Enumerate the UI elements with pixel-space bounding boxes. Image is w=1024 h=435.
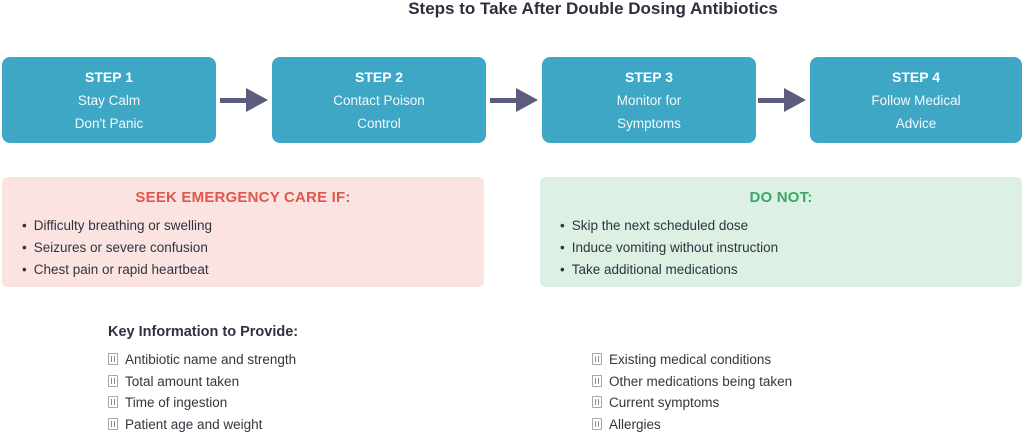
emergency-care-heading: SEEK EMERGENCY CARE IF:	[18, 189, 468, 206]
list-item: Total amount taken	[108, 371, 296, 393]
list-item: Current symptoms	[592, 392, 792, 414]
missing-glyph-icon	[592, 418, 602, 430]
list-item: Difficulty breathing or swelling	[22, 215, 468, 237]
emergency-care-panel: SEEK EMERGENCY CARE IF: Difficulty breat…	[2, 177, 484, 287]
do-not-heading: DO NOT:	[556, 189, 1006, 206]
list-item: Take additional medications	[560, 259, 1006, 281]
page-title: Steps to Take After Double Dosing Antibi…	[408, 0, 778, 19]
list-item: Seizures or severe confusion	[22, 237, 468, 259]
list-item: Induce vomiting without instruction	[560, 237, 1006, 259]
missing-glyph-icon	[108, 418, 118, 430]
list-item: Chest pain or rapid heartbeat	[22, 259, 468, 281]
key-info-item-label: Current symptoms	[609, 395, 719, 410]
key-info-left-column: Antibiotic name and strength Total amoun…	[108, 349, 296, 435]
key-info-item-label: Antibiotic name and strength	[125, 352, 296, 367]
step-4-line-2: Advice	[896, 112, 937, 135]
key-info-item-label: Total amount taken	[125, 374, 239, 389]
do-not-panel: DO NOT: Skip the next scheduled dose Ind…	[540, 177, 1022, 287]
step-1-title: STEP 1	[85, 66, 133, 89]
flow-step-2: STEP 2 Contact Poison Control	[272, 57, 486, 143]
key-info-right-column: Existing medical conditions Other medica…	[592, 349, 792, 435]
list-item: Skip the next scheduled dose	[560, 215, 1006, 237]
emergency-care-list: Difficulty breathing or swelling Seizure…	[18, 215, 468, 281]
step-3-title: STEP 3	[625, 66, 673, 89]
arrow-shaft	[220, 98, 248, 103]
flow-arrow-icon	[490, 88, 538, 112]
arrow-shaft	[758, 98, 786, 103]
missing-glyph-icon	[592, 396, 602, 408]
list-item: Time of ingestion	[108, 392, 296, 414]
flow-step-4: STEP 4 Follow Medical Advice	[810, 57, 1022, 143]
flow-step-1: STEP 1 Stay Calm Don't Panic	[2, 57, 216, 143]
missing-glyph-icon	[108, 375, 118, 387]
missing-glyph-icon	[592, 353, 602, 365]
key-info-item-label: Patient age and weight	[125, 417, 262, 432]
step-4-title: STEP 4	[892, 66, 940, 89]
key-info-item-label: Existing medical conditions	[609, 352, 771, 367]
list-item: Other medications being taken	[592, 371, 792, 393]
step-1-line-1: Stay Calm	[78, 89, 140, 112]
step-3-line-2: Symptoms	[617, 112, 681, 135]
step-4-line-1: Follow Medical	[871, 89, 960, 112]
flow-step-3: STEP 3 Monitor for Symptoms	[542, 57, 756, 143]
list-item: Existing medical conditions	[592, 349, 792, 371]
do-not-list: Skip the next scheduled dose Induce vomi…	[556, 215, 1006, 281]
key-info-item-label: Allergies	[609, 417, 661, 432]
arrow-head	[784, 88, 806, 112]
missing-glyph-icon	[592, 375, 602, 387]
arrow-head	[246, 88, 268, 112]
step-2-line-1: Contact Poison	[333, 89, 425, 112]
missing-glyph-icon	[108, 353, 118, 365]
step-3-line-1: Monitor for	[617, 89, 682, 112]
step-1-line-2: Don't Panic	[75, 112, 144, 135]
key-info-item-label: Other medications being taken	[609, 374, 792, 389]
key-info-heading: Key Information to Provide:	[108, 324, 298, 340]
arrow-shaft	[490, 98, 518, 103]
list-item: Antibiotic name and strength	[108, 349, 296, 371]
step-2-title: STEP 2	[355, 66, 403, 89]
flow-arrow-icon	[758, 88, 806, 112]
arrow-head	[516, 88, 538, 112]
missing-glyph-icon	[108, 396, 118, 408]
key-info-item-label: Time of ingestion	[125, 395, 227, 410]
flow-arrow-icon	[220, 88, 268, 112]
step-2-line-2: Control	[357, 112, 401, 135]
